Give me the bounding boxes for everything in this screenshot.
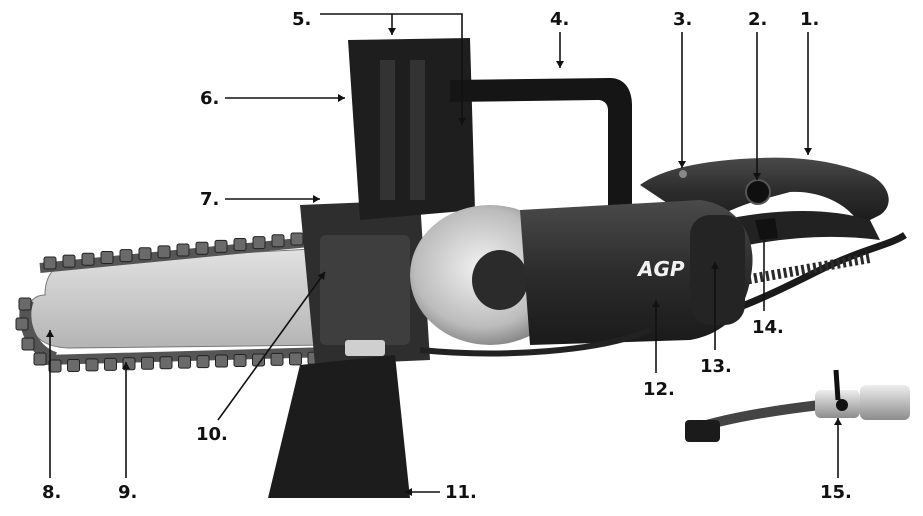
leader-arrow-5-b (388, 28, 396, 35)
chain-teeth (15, 230, 323, 373)
foot-plate (268, 355, 410, 498)
chain-tooth (85, 358, 99, 372)
chain-tooth (100, 250, 114, 264)
chain-guard-slots (380, 60, 425, 200)
leader-arrow-3 (678, 161, 686, 168)
leader-line-5 (320, 13, 463, 125)
leader-arrow-2 (753, 173, 761, 180)
callout-4: 4. (550, 9, 569, 30)
leader-arrow-4 (556, 61, 564, 68)
chain-tooth (270, 352, 284, 366)
chain-tooth (104, 357, 117, 371)
callout-12: 12. (643, 379, 675, 400)
bar-mount-plate (320, 235, 410, 345)
chain-tooth (43, 256, 57, 270)
callout-11: 11. (445, 482, 477, 503)
leader-arrow-7 (313, 195, 320, 203)
on-off-switch (745, 179, 771, 205)
callout-8: 8. (42, 482, 61, 503)
callout-2: 2. (748, 9, 767, 30)
water-connection-fitting (685, 369, 910, 442)
lock-off-button (679, 170, 687, 178)
trigger (755, 218, 778, 240)
leader-arrow-13 (711, 262, 719, 269)
leader-arrow-11 (405, 488, 412, 496)
callout-7: 7. (200, 189, 219, 210)
foot-plate-bracket (345, 340, 385, 356)
leader-arrow-1 (804, 148, 812, 155)
callout-5: 5. (292, 9, 311, 30)
leader-arrow-6 (338, 94, 345, 102)
callout-14: 14. (752, 317, 784, 338)
chain-tooth (62, 254, 76, 268)
chain-tooth (195, 241, 209, 255)
callout-10: 10. (196, 424, 228, 445)
gear-housing-port (472, 250, 528, 310)
chain-tooth (18, 297, 32, 311)
chain-tooth (33, 352, 47, 366)
water-hose (419, 327, 652, 357)
chain-tooth (157, 245, 171, 259)
callout-13: 13. (700, 356, 732, 377)
chain-tooth (233, 238, 247, 251)
leader-arrow-9 (122, 362, 130, 369)
chain-tooth (289, 352, 302, 366)
chain-tooth (21, 337, 35, 351)
chain-tooth (233, 354, 247, 367)
motor-ventilation (690, 215, 745, 325)
leader-line-10 (217, 271, 326, 421)
callout-6: 6. (200, 88, 219, 109)
chain-tooth (141, 356, 154, 370)
leader-lines (46, 13, 842, 496)
callout-1: 1. (800, 9, 819, 30)
chain-tooth (271, 234, 285, 248)
chain-tooth (215, 354, 228, 368)
chain-tooth (138, 247, 152, 261)
callout-3: 3. (673, 9, 692, 30)
callout-9: 9. (118, 482, 137, 503)
chain-tooth (178, 355, 191, 369)
callouts: 1. 2. 3. 4. 5. 6. 7. 8. 9. 10. 11. 12. 13. 14. 15. (42, 9, 852, 503)
chain-tooth (119, 249, 133, 263)
chain-tooth (290, 232, 304, 246)
leader-arrow-8 (46, 330, 54, 337)
chain-tooth (159, 356, 173, 370)
chain-tooth (81, 252, 95, 266)
leader-arrow-5 (458, 118, 466, 125)
leader-arrow-15 (834, 418, 842, 425)
chain-tooth (252, 353, 265, 367)
chain-tooth (48, 359, 62, 373)
chain-tooth (15, 317, 29, 331)
brand-mark: AGP (636, 257, 685, 281)
chain-tooth (214, 239, 228, 253)
leader-arrow-14 (760, 232, 768, 239)
chain-tooth (196, 355, 210, 369)
chain-tooth (252, 236, 266, 250)
leader-arrow-12 (652, 300, 660, 307)
leader-arrow-10 (317, 272, 325, 281)
chain-tooth (67, 358, 80, 372)
callout-15: 15. (820, 482, 852, 503)
chain-tooth (176, 243, 190, 257)
